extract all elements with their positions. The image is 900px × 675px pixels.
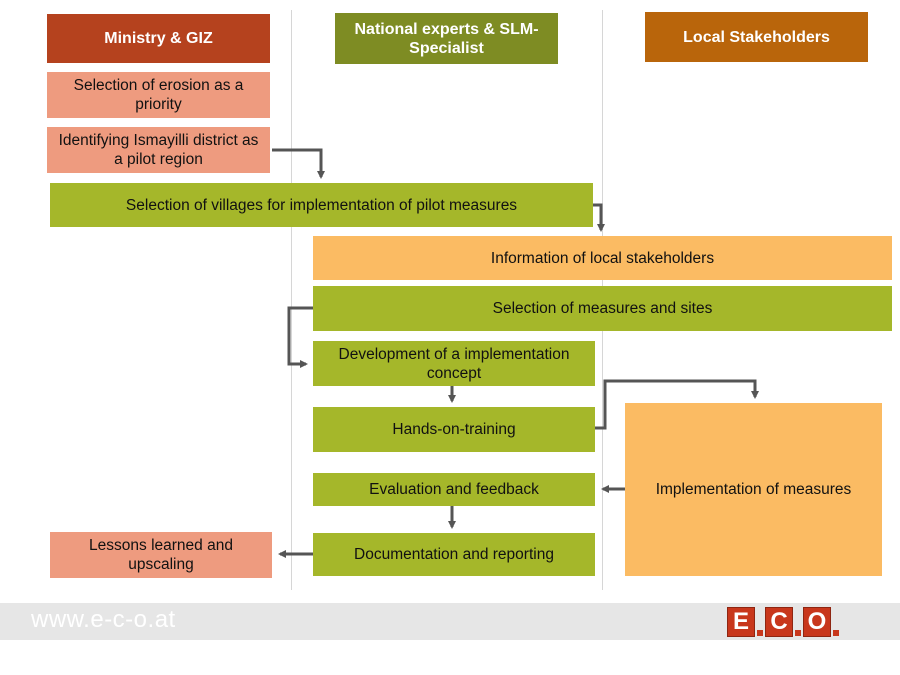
logo-dot [833,630,839,636]
arrow-training-to-implementation [595,379,759,430]
eco-logo: E C O [727,603,841,641]
step-hands-on-training: Hands-on-training [313,407,595,452]
arrow-pilot-to-villages [272,148,325,179]
step-selection-of-villages: Selection of villages for implementation… [50,183,593,227]
header-ministry: Ministry & GIZ [47,14,270,63]
step-evaluation-feedback: Evaluation and feedback [313,473,595,506]
logo-letter-o: O [803,607,831,637]
step-erosion-priority: Selection of erosion as a priority [47,72,270,118]
step-documentation-reporting: Documentation and reporting [313,533,595,576]
step-pilot-region: Identifying Ismayilli district as a pilo… [47,127,270,173]
header-experts: National experts & SLM-Specialist [335,13,558,64]
step-lessons-learned: Lessons learned and upscaling [50,532,272,578]
logo-dot [795,630,801,636]
logo-dot [757,630,763,636]
arrow-villages-to-information [593,203,605,232]
logo-letter-e: E [727,607,755,637]
lane-divider-left [291,10,292,590]
website-url[interactable]: www.e-c-o.at [31,606,176,633]
logo-letter-c: C [765,607,793,637]
step-implementation-concept: Development of a implementation concept [313,341,595,386]
step-information-stakeholders: Information of local stakeholders [313,236,892,280]
arrow-measures-to-concept [287,306,313,368]
step-selection-measures-sites: Selection of measures and sites [313,286,892,331]
step-implementation-of-measures: Implementation of measures [625,403,882,576]
header-local-stakeholders: Local Stakeholders [645,12,868,62]
